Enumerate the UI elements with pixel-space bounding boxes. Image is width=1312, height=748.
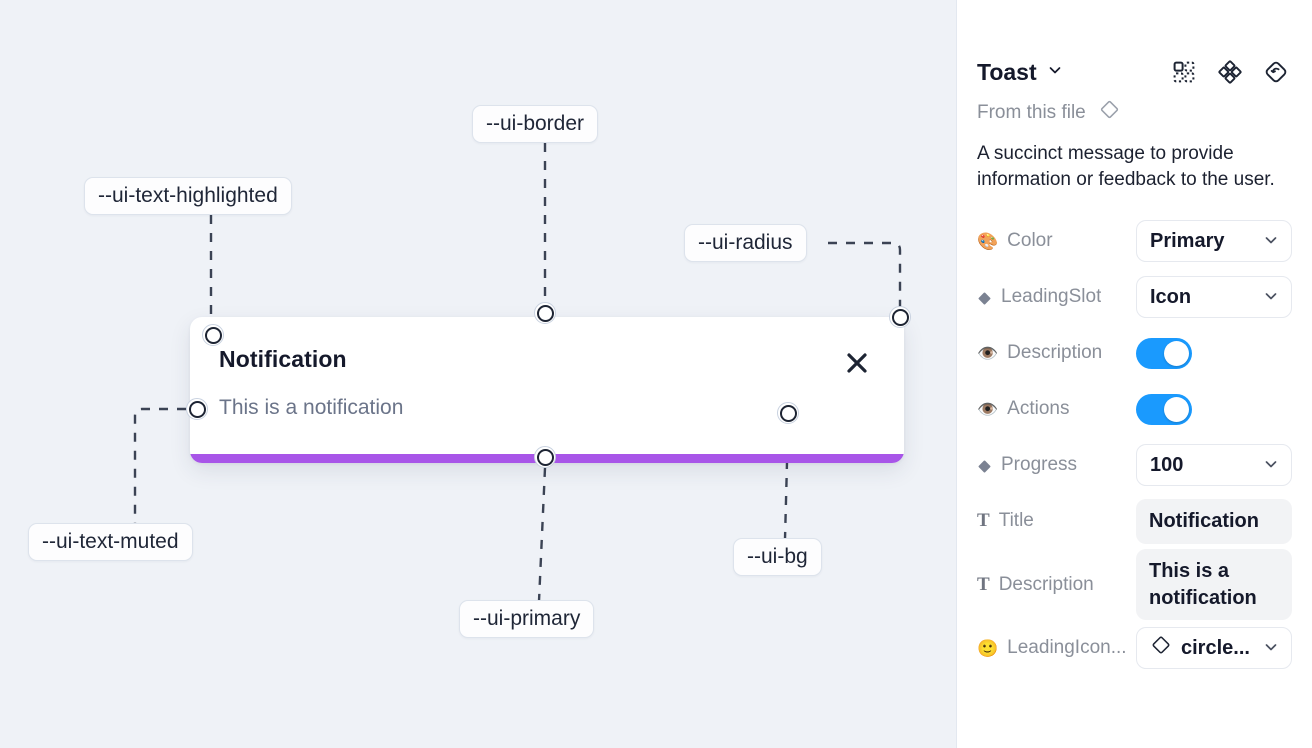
anchor-handle-ui-border[interactable] <box>534 302 556 324</box>
from-this-file-label: From this file <box>977 101 1086 123</box>
token-chip-ui-text-highlighted[interactable]: --ui-text-highlighted <box>84 177 292 215</box>
property-label: 🎨 Color <box>977 230 1128 252</box>
anchor-handle-ui-bg[interactable] <box>777 402 799 424</box>
diamond-outline-icon <box>1150 634 1172 662</box>
property-control: Primary <box>1136 220 1292 263</box>
input-value: This is a notification <box>1149 560 1257 609</box>
diamond-filled-icon <box>977 290 992 305</box>
select-value: Icon <box>1150 285 1192 308</box>
reset-diamond-icon[interactable] <box>1264 60 1288 84</box>
chevron-down-icon[interactable] <box>1048 63 1062 82</box>
select-value: 100 <box>1150 453 1184 476</box>
palette-emoji-icon: 🎨 <box>977 231 999 251</box>
wire-ui-text-muted <box>133 407 186 524</box>
property-label: T Title <box>977 510 1128 532</box>
anchor-handle-ui-text-muted[interactable] <box>186 398 208 420</box>
progress-select[interactable]: 100 <box>1136 444 1292 487</box>
wire-ui-radius <box>828 241 902 307</box>
leadingslot-select[interactable]: Icon <box>1136 276 1292 319</box>
color-select[interactable]: Primary <box>1136 220 1292 263</box>
chevron-down-icon <box>1264 454 1278 477</box>
property-row-leadingicon: 🙂 LeadingIcon... circle... <box>957 620 1312 676</box>
property-label: T Description <box>977 574 1128 596</box>
description-toggle[interactable] <box>1136 337 1192 369</box>
chevron-down-icon <box>1264 637 1278 660</box>
close-x-icon[interactable] <box>844 350 870 376</box>
property-control: This is a notification <box>1136 549 1292 621</box>
token-chip-label: --ui-border <box>486 112 585 135</box>
token-chip-ui-radius[interactable]: --ui-radius <box>684 224 807 262</box>
property-row-description-text: T Description This is a notification <box>957 549 1312 621</box>
property-name: Title <box>998 510 1034 532</box>
property-label: 👁️ Actions <box>977 398 1128 420</box>
eye-emoji-icon: 👁️ <box>977 343 999 363</box>
actions-toggle[interactable] <box>1136 393 1192 425</box>
four-diamonds-icon[interactable] <box>1218 60 1242 84</box>
property-row-leadingslot: LeadingSlot Icon <box>957 269 1312 325</box>
title-input[interactable]: Notification <box>1136 499 1292 544</box>
toast-description: This is a notification <box>219 396 404 419</box>
panel-header-icons <box>1172 60 1288 84</box>
property-label: 👁️ Description <box>977 342 1128 364</box>
token-chip-label: --ui-primary <box>473 607 581 630</box>
property-name: LeadingIcon... <box>1007 637 1127 659</box>
property-rows: 🎨 Color Primary <box>957 213 1312 676</box>
design-canvas[interactable]: Notification This is a notification --ui… <box>0 0 956 748</box>
properties-panel: Toast <box>956 0 1312 748</box>
token-chip-label: --ui-bg <box>747 545 808 568</box>
property-label: LeadingSlot <box>977 286 1128 308</box>
property-name: Actions <box>1007 398 1070 420</box>
property-row-progress: Progress 100 <box>957 437 1312 493</box>
property-name: Description <box>1007 342 1103 364</box>
property-name: Description <box>998 573 1094 595</box>
anchor-handle-ui-primary[interactable] <box>534 446 556 468</box>
select-value: circle... <box>1181 636 1250 659</box>
text-t-icon: T <box>977 573 990 595</box>
panel-header: Toast <box>957 0 1312 92</box>
property-label: Progress <box>977 454 1128 476</box>
property-row-description-visibility: 👁️ Description <box>957 325 1312 381</box>
property-control: Notification <box>1136 499 1292 544</box>
diamond-outline-icon <box>1098 98 1121 127</box>
token-chip-label: --ui-radius <box>698 231 793 254</box>
property-row-color: 🎨 Color Primary <box>957 213 1312 269</box>
component-description: A succinct message to provide informatio… <box>977 143 1275 191</box>
leadingicon-select[interactable]: circle... <box>1136 627 1292 670</box>
toast-preview-card[interactable]: Notification This is a notification <box>190 317 904 463</box>
eye-emoji-icon: 👁️ <box>977 399 999 419</box>
token-chip-label: --ui-text-highlighted <box>98 184 278 207</box>
token-chip-ui-border[interactable]: --ui-border <box>472 105 599 143</box>
anchor-handle-ui-radius[interactable] <box>889 306 911 328</box>
property-label: 🙂 LeadingIcon... <box>977 637 1128 659</box>
text-t-icon: T <box>977 510 990 532</box>
property-control: 100 <box>1136 444 1292 487</box>
property-control <box>1136 393 1292 425</box>
token-chip-ui-text-muted[interactable]: --ui-text-muted <box>28 523 193 561</box>
wire-ui-primary <box>537 467 547 602</box>
property-control: circle... <box>1136 627 1292 670</box>
description-input[interactable]: This is a notification <box>1136 549 1292 621</box>
select-value: Primary <box>1150 229 1225 252</box>
property-control: Icon <box>1136 276 1292 319</box>
token-chip-ui-primary[interactable]: --ui-primary <box>459 600 595 638</box>
property-row-title: T Title Notification <box>957 493 1312 549</box>
page-title: Toast <box>977 58 1037 85</box>
property-name: Color <box>1007 230 1053 252</box>
property-control <box>1136 337 1292 369</box>
property-name: LeadingSlot <box>1001 286 1102 308</box>
smiley-emoji-icon: 🙂 <box>977 638 999 658</box>
input-value: Notification <box>1149 510 1259 533</box>
chevron-down-icon <box>1264 286 1278 309</box>
property-row-actions-visibility: 👁️ Actions <box>957 381 1312 437</box>
anchor-handle-ui-text-highlighted[interactable] <box>202 324 224 346</box>
toast-title: Notification <box>219 346 347 372</box>
from-this-file-row: From this file <box>957 98 1312 127</box>
token-chip-ui-bg[interactable]: --ui-bg <box>733 538 822 576</box>
chevron-down-icon <box>1264 230 1278 253</box>
token-chip-label: --ui-text-muted <box>42 530 179 553</box>
diamond-filled-icon <box>977 458 992 473</box>
component-picker-icon[interactable] <box>1172 60 1196 84</box>
property-name: Progress <box>1001 454 1078 476</box>
